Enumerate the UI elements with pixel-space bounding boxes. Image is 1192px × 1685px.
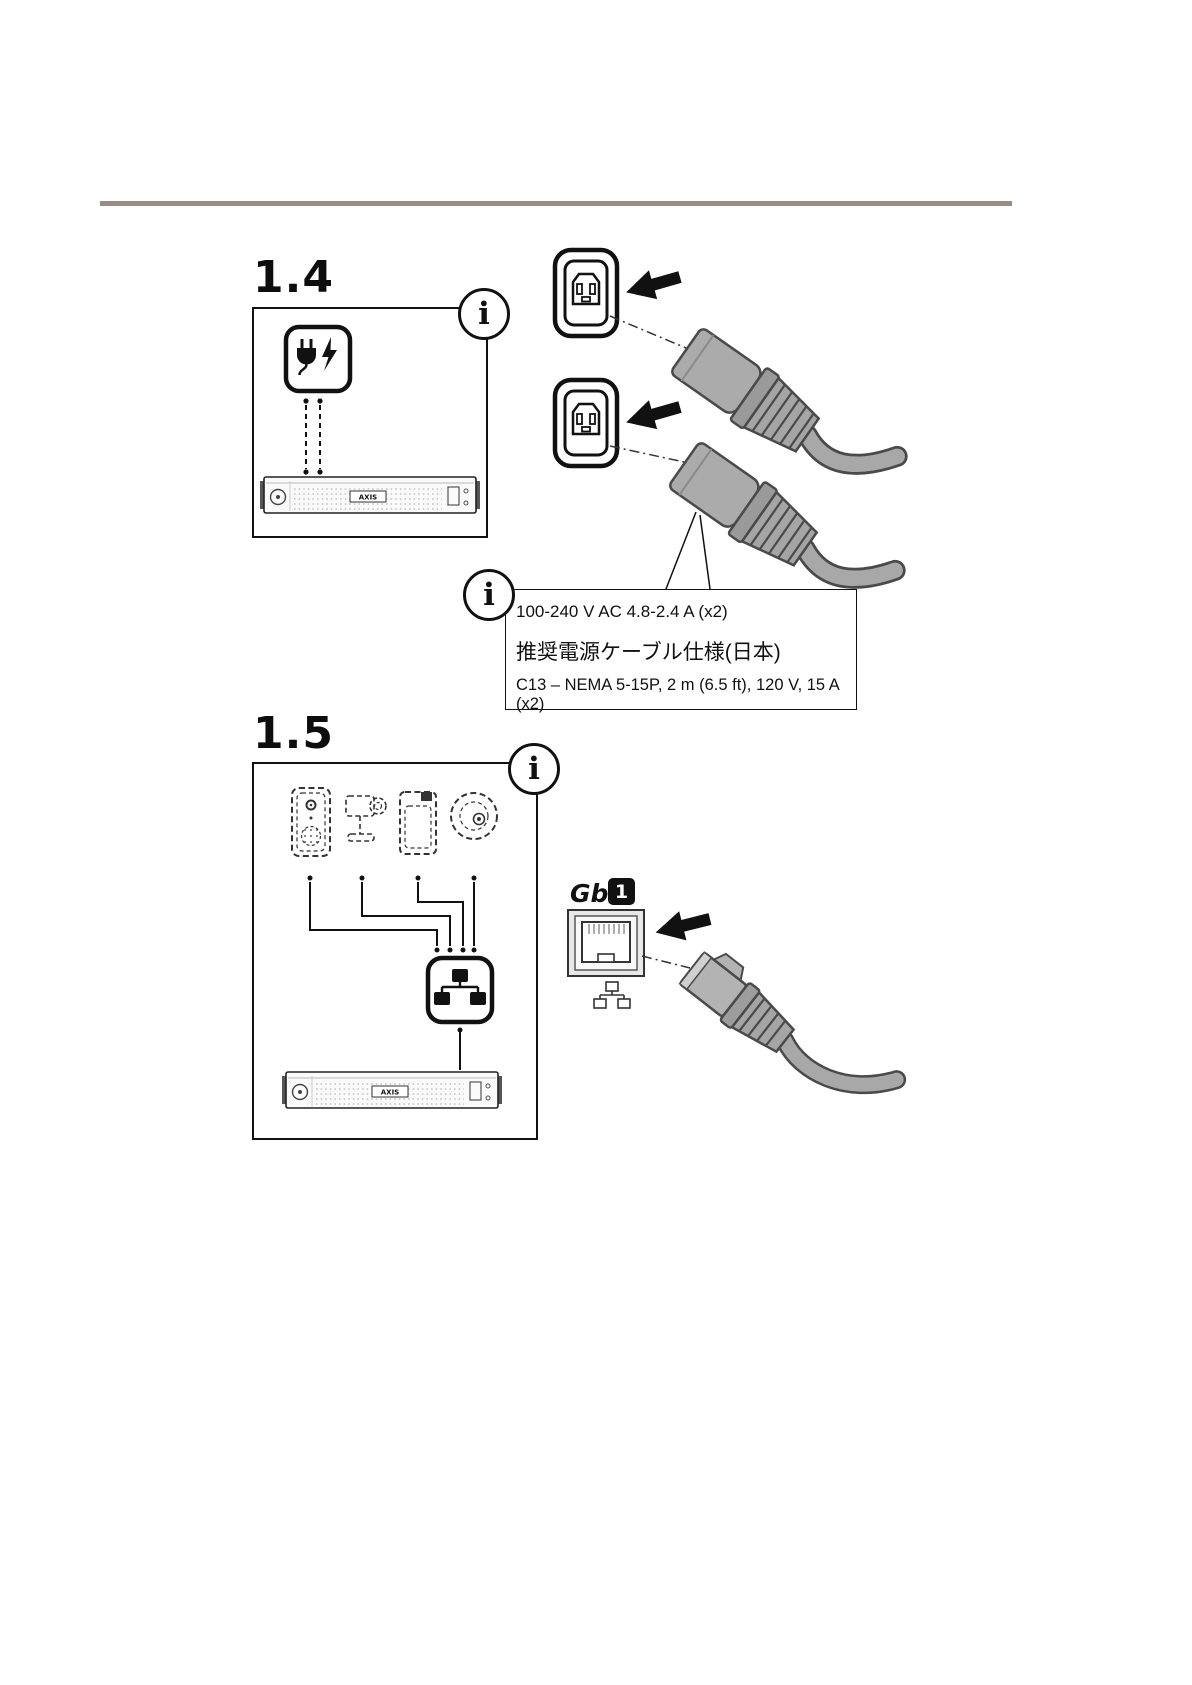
network-diagram: AXIS	[282, 787, 502, 1109]
info-icon-glyph: i	[483, 577, 495, 613]
device-connection-lines	[307, 875, 477, 953]
server-brand-label: AXIS	[359, 494, 377, 502]
server-illustration: AXIS	[282, 1071, 502, 1109]
guide-line-2	[609, 445, 685, 463]
network-share-icon	[593, 981, 631, 1009]
top-rule	[100, 201, 1012, 206]
power-inlet-2	[552, 377, 620, 469]
guide-line-1	[609, 315, 687, 349]
info-icon: i	[463, 569, 515, 621]
spec-voltage-text: 100-240 V AC 4.8-2.4 A (x2)	[516, 602, 728, 621]
power-cable-illustration	[552, 247, 908, 589]
guide-line	[641, 955, 691, 969]
info-icon: i	[458, 288, 510, 340]
port-number-badge	[608, 878, 635, 905]
info-icon: i	[508, 743, 560, 795]
arrow-left-icon	[626, 270, 682, 300]
callout-leader-lines	[665, 511, 711, 590]
step-1-5-label: 1.5	[253, 708, 334, 759]
switch-to-server-line	[457, 1027, 463, 1070]
step-1-5-frame: AXIS	[252, 762, 538, 1140]
spec-cable-text: C13 – NEMA 5-15P, 2 m (6.5 ft), 120 V, 1…	[516, 676, 839, 713]
plug-icon	[297, 339, 316, 376]
power-connection-lines	[303, 398, 323, 475]
network-cable-illustration: Gb 1	[567, 878, 907, 1095]
device-door-station-icon	[291, 787, 331, 857]
power-cable-1	[671, 328, 908, 475]
arrow-left-icon	[655, 911, 712, 941]
power-inlet-1	[552, 247, 620, 339]
server-brand-label: AXIS	[381, 1089, 399, 1097]
step-1-4-label: 1.4	[253, 252, 334, 303]
lightning-icon	[322, 337, 337, 371]
arrow-left-icon	[626, 400, 682, 430]
power-diagram: AXIS	[260, 324, 480, 514]
info-icon-glyph: i	[478, 296, 490, 332]
gb-port-label: Gb	[570, 879, 608, 908]
power-cable-2	[669, 442, 906, 589]
rj45-jack	[567, 909, 645, 977]
server-illustration: AXIS	[260, 476, 480, 514]
info-icon-glyph: i	[528, 751, 540, 787]
ethernet-cable	[678, 951, 907, 1095]
network-switch-icon	[425, 955, 495, 1025]
power-source-icon	[283, 324, 353, 394]
spec-callout-box: 100-240 V AC 4.8-2.4 A (x2) 推奨電源ケーブル仕様(日…	[505, 589, 857, 713]
port-number-text: 1	[615, 881, 628, 903]
device-camera-icon	[345, 795, 387, 842]
device-intercom-icon	[399, 791, 437, 855]
spec-jp-title: 推奨電源ケーブル仕様(日本)	[516, 641, 781, 664]
device-dome-camera-icon	[450, 792, 498, 840]
step-1-4-frame: AXIS	[252, 307, 488, 538]
